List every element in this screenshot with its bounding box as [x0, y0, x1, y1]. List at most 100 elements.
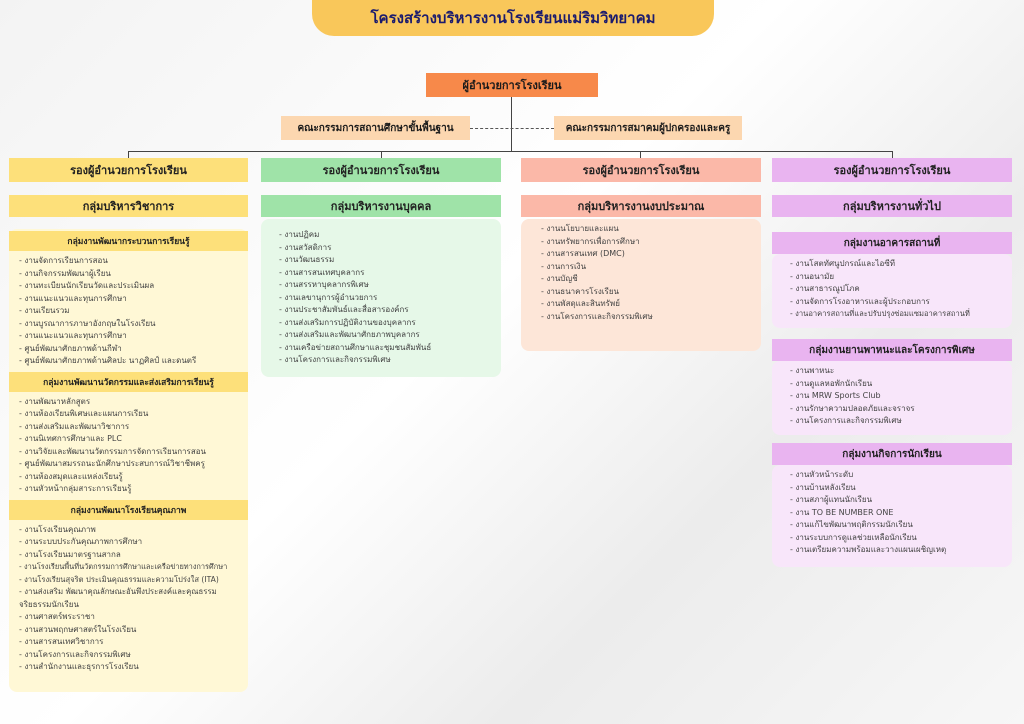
- list-item: งานโรงเรียนสุจริต ประเมินคุณธรรมและความโ…: [19, 574, 238, 587]
- list-item: งานการเงิน: [541, 261, 741, 274]
- panel-building: งานโสตทัศนูปกรณ์และไอซีที งานอนามัย งานส…: [772, 254, 1012, 328]
- panel-budget: งานนโยบายและแผน งานทรัพยากรเพื่อการศึกษา…: [521, 219, 761, 351]
- list-item: งานอาคารสถานที่และปรับปรุงซ่อมแซมอาคารสถ…: [790, 308, 994, 321]
- list-item: งานรักษาความปลอดภัยและจราจร: [790, 403, 994, 416]
- list-item: ศูนย์พัฒนาสมรรถนะนักศึกษาประสบการณ์วิชาช…: [19, 458, 238, 471]
- section-list: งานหัวหน้าระดับ งานบ้านหลังเรียน งานสภาผ…: [790, 469, 994, 557]
- list-item: ศูนย์พัฒนาศักยภาพด้านกีฬา: [19, 343, 238, 356]
- section-heading-building: กลุ่มงานอาคารสถานที่: [772, 232, 1012, 254]
- list-item: งาน MRW Sports Club: [790, 390, 994, 403]
- list-item: งานศาสตร์พระราชา: [19, 611, 238, 624]
- deputy-budget: รองผู้อำนวยการโรงเรียน: [521, 158, 761, 182]
- list-item: งานบัญชี: [541, 273, 741, 286]
- list-item: งานสำนักงานและธุรการโรงเรียน: [19, 661, 238, 674]
- committee-parents-teachers: คณะกรรมการสมาคมผู้ปกครองและครู: [554, 116, 742, 140]
- list-item: งานสารสนเทศบุคลากร: [279, 267, 483, 280]
- section-list: งานโรงเรียนคุณภาพ งานระบบประกันคุณภาพการ…: [9, 520, 248, 678]
- list-item: งานทะเบียนนักเรียนวัดและประเมินผล: [19, 280, 238, 293]
- list-item: งานดูแลหอพักนักเรียน: [790, 378, 994, 391]
- connector-trunk: [511, 97, 512, 152]
- list-item: งานธนาคารโรงเรียน: [541, 286, 741, 299]
- panel-personnel: งานปฏิคม งานสวัสดิการ งานวัฒนธรรม งานสาร…: [261, 219, 501, 377]
- list-item: งานส่งเสริม พัฒนาคุณลักษณะอันพึงประสงค์แ…: [19, 586, 238, 599]
- list-item: งานห้องเรียนพิเศษและแผนการเรียน: [19, 408, 238, 421]
- section-list: งานนโยบายและแผน งานทรัพยากรเพื่อการศึกษา…: [541, 223, 741, 323]
- connector-col3: [640, 151, 641, 158]
- list-item-continuation: จริยธรรมนักเรียน: [19, 599, 79, 609]
- list-item: งานโรงเรียนคุณภาพ: [19, 524, 238, 537]
- list-item: งานเรียนรวม: [19, 305, 238, 318]
- list-item: งานแนะแนวและทุนการศึกษา: [19, 330, 238, 343]
- section-list: งานปฏิคม งานสวัสดิการ งานวัฒนธรรม งานสาร…: [279, 229, 483, 367]
- list-item: งานปฏิคม: [279, 229, 483, 242]
- list-item: ศูนย์พัฒนาศักยภาพด้านศิลปะ นาฏศิลป์ และด…: [19, 355, 238, 368]
- list-item: งานแนะแนวและทุนการศึกษา: [19, 293, 238, 306]
- list-item: งานสารสนเทศวิชาการ: [19, 636, 238, 649]
- list-item: งานส่งเสริมการปฏิบัติงานของบุคลากร: [279, 317, 483, 330]
- section-list: งานพัฒนาหลักสูตร งานห้องเรียนพิเศษและแผน…: [9, 392, 248, 500]
- section-list: งานจัดการเรียนการสอน งานกิจกรรมพัฒนาผู้เ…: [9, 251, 248, 372]
- committee-basic-education: คณะกรรมการสถานศึกษาขั้นพื้นฐาน: [281, 116, 470, 140]
- director-box: ผู้อำนวยการโรงเรียน: [426, 73, 598, 97]
- group-academic: กลุ่มบริหารวิชาการ: [9, 195, 248, 217]
- connector-col1: [128, 151, 129, 158]
- list-item: งานสวัสดิการ: [279, 242, 483, 255]
- connector-committees: [470, 128, 554, 129]
- list-item: งานโรงเรียนมาตรฐานสากล: [19, 549, 238, 562]
- list-item: งานเลขานุการผู้อำนวยการ: [279, 292, 483, 305]
- connector-col4: [892, 151, 893, 158]
- list-item: งานโครงการและกิจกรรมพิเศษ: [790, 415, 994, 428]
- connector-col2: [381, 151, 382, 158]
- list-item: งานนิเทศการศึกษาและ PLC: [19, 433, 238, 446]
- list-item: งานนโยบายและแผน: [541, 223, 741, 236]
- section-heading: กลุ่มงานพัฒนาโรงเรียนคุณภาพ: [9, 499, 248, 520]
- panel-vehicles: งานพาหนะ งานดูแลหอพักนักเรียน งาน MRW Sp…: [772, 361, 1012, 435]
- list-item: งานสาธารณูปโภค: [790, 283, 994, 296]
- list-item: งานห้องสมุดและแหล่งเรียนรู้: [19, 471, 238, 484]
- list-item: งานโครงการและกิจกรรมพิเศษ: [19, 649, 238, 662]
- list-item: งานวัฒนธรรม: [279, 254, 483, 267]
- list-item: งานพัฒนาหลักสูตร: [19, 396, 238, 409]
- list-item: งานบ้านหลังเรียน: [790, 482, 994, 495]
- list-item: งานทรัพยากรเพื่อการศึกษา: [541, 236, 741, 249]
- list-item: งานพัสดุและสินทรัพย์: [541, 298, 741, 311]
- list-item: งานสภาผู้แทนนักเรียน: [790, 494, 994, 507]
- list-item: งานสวนพฤกษศาสตร์ในโรงเรียน: [19, 624, 238, 637]
- list-item: งานอนามัย: [790, 271, 994, 284]
- list-item: งานวิจัยและพัฒนานวัตกรรมการจัดการเรียนกา…: [19, 446, 238, 459]
- list-item: งานส่งเสริมและพัฒนาศักยภาพบุคลากร: [279, 329, 483, 342]
- list-item: งานสารสนเทศ (DMC): [541, 248, 741, 261]
- section-heading-vehicles: กลุ่มงานยานพาหนะและโครงการพิเศษ: [772, 339, 1012, 361]
- deputy-personnel: รองผู้อำนวยการโรงเรียน: [261, 158, 501, 182]
- list-item: งานบูรณาการภาษาอังกฤษในโรงเรียน: [19, 318, 238, 331]
- section-heading: กลุ่มงานพัฒนานวัตกรรมและส่งเสริมการเรียน…: [9, 371, 248, 392]
- list-item: งานหัวหน้ากลุ่มสาระการเรียนรู้: [19, 483, 238, 496]
- section-heading-student-affairs: กลุ่มงานกิจการนักเรียน: [772, 443, 1012, 465]
- deputy-academic: รองผู้อำนวยการโรงเรียน: [9, 158, 248, 182]
- list-item: งานโสตทัศนูปกรณ์และไอซีที: [790, 258, 994, 271]
- section-list: งานโสตทัศนูปกรณ์และไอซีที งานอนามัย งานส…: [790, 258, 994, 321]
- list-item: งานเตรียมความพร้อมและวางแผนเผชิญเหตุ: [790, 544, 994, 557]
- panel-academic: กลุ่มงานพัฒนากระบวนการเรียนรู้ งานจัดการ…: [9, 229, 248, 692]
- list-item: งานพาหนะ: [790, 365, 994, 378]
- list-item: งาน TO BE NUMBER ONE: [790, 507, 994, 520]
- section-heading: กลุ่มงานพัฒนากระบวนการเรียนรู้: [9, 231, 248, 251]
- deputy-general: รองผู้อำนวยการโรงเรียน: [772, 158, 1012, 182]
- list-item: งานระบบการดูแลช่วยเหลือนักเรียน: [790, 532, 994, 545]
- list-item: งานโรงเรียนพื้นที่นวัตกรรมการศึกษาและเคร…: [19, 561, 238, 574]
- list-item: งานเครือข่ายสถานศึกษาและชุมชนสัมพันธ์: [279, 342, 483, 355]
- list-item: งานระบบประกันคุณภาพการศึกษา: [19, 536, 238, 549]
- list-item: งานสรรหาบุคลากรพิเศษ: [279, 279, 483, 292]
- group-personnel: กลุ่มบริหารงานบุคคล: [261, 195, 501, 217]
- page-title: โครงสร้างบริหารงานโรงเรียนแม่ริมวิทยาคม: [312, 0, 714, 36]
- group-general: กลุ่มบริหารงานทั่วไป: [772, 195, 1012, 217]
- list-item: งานประชาสัมพันธ์และสื่อสารองค์กร: [279, 304, 483, 317]
- list-item: งานโครงการและกิจกรรมพิเศษ: [541, 311, 741, 324]
- section-list: งานพาหนะ งานดูแลหอพักนักเรียน งาน MRW Sp…: [790, 365, 994, 428]
- list-item: งานกิจกรรมพัฒนาผู้เรียน: [19, 268, 238, 281]
- list-item: งานจัดการโรงอาหารและผู้ประกอบการ: [790, 296, 994, 309]
- list-item: งานจัดการเรียนการสอน: [19, 255, 238, 268]
- list-item: งานส่งเสริมและพัฒนาวิชาการ: [19, 421, 238, 434]
- list-item: งานแก้ไขพัฒนาพฤติกรรมนักเรียน: [790, 519, 994, 532]
- panel-student-affairs: งานหัวหน้าระดับ งานบ้านหลังเรียน งานสภาผ…: [772, 465, 1012, 567]
